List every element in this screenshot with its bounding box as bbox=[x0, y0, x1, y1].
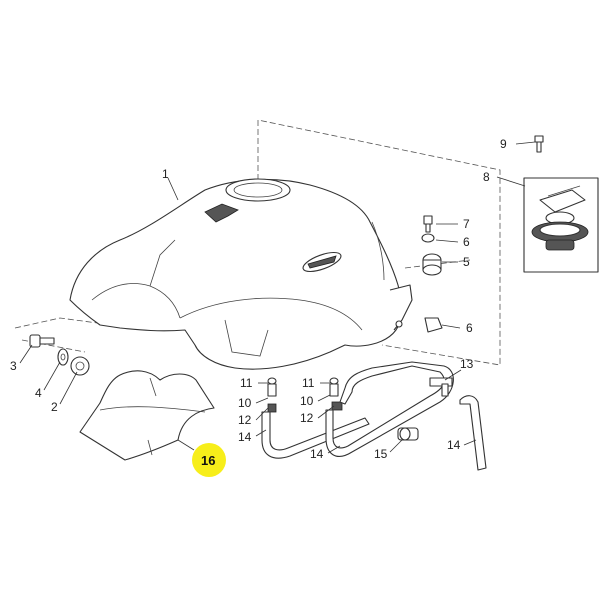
callout-13: 13 bbox=[460, 357, 474, 371]
bolt-part-3 bbox=[29, 334, 55, 348]
callout-10-left: 10 bbox=[238, 396, 252, 410]
bolt-part-7 bbox=[423, 215, 433, 233]
callout-11-left: 11 bbox=[240, 376, 253, 390]
tank-pad bbox=[79, 370, 215, 461]
brand-badge-icon bbox=[302, 251, 342, 273]
screw-part-9 bbox=[534, 135, 544, 153]
callout-9: 9 bbox=[500, 137, 507, 151]
callout-1: 1 bbox=[162, 167, 169, 181]
callout-6-upper: 6 bbox=[463, 235, 470, 249]
callout-14-right: 14 bbox=[447, 438, 461, 452]
hose-clip-part-15 bbox=[397, 427, 419, 441]
highlight-circle bbox=[192, 443, 226, 477]
callout-3: 3 bbox=[10, 359, 17, 373]
callout-16: 16 bbox=[201, 453, 215, 468]
clamp-assembly-left bbox=[267, 377, 277, 413]
leader-lines bbox=[19, 141, 536, 454]
clamp-assembly-right bbox=[329, 377, 343, 411]
hose-part-14-left bbox=[261, 411, 370, 459]
callout-15: 15 bbox=[374, 447, 388, 461]
callout-11-right: 11 bbox=[302, 376, 315, 390]
callout-14-middle: 14 bbox=[310, 447, 324, 461]
washer-part-4 bbox=[57, 348, 69, 366]
hose-part-14-middle bbox=[325, 361, 454, 457]
callout-4: 4 bbox=[35, 386, 42, 400]
eagle-logo-icon bbox=[204, 203, 239, 223]
callout-2: 2 bbox=[51, 400, 58, 414]
callout-5: 5 bbox=[463, 255, 470, 269]
callout-10-right: 10 bbox=[300, 394, 314, 408]
grommet-part-2 bbox=[70, 356, 90, 376]
rubber-mount-part-5 bbox=[422, 253, 442, 276]
callout-6-lower: 6 bbox=[466, 321, 473, 335]
callout-12-right: 12 bbox=[300, 411, 314, 425]
clip-part-6-lower bbox=[424, 317, 443, 333]
washer-part-6-upper bbox=[421, 233, 435, 243]
fuel-cap-assembly bbox=[523, 177, 599, 273]
callout-7: 7 bbox=[463, 217, 470, 231]
t-connector-part-13 bbox=[429, 377, 453, 397]
hose-part-14-right bbox=[459, 395, 487, 471]
callout-8: 8 bbox=[483, 170, 490, 184]
callout-labels: 1 3 4 2 7 6 5 6 8 9 11 10 12 14 11 10 12… bbox=[10, 137, 507, 468]
callout-14-left: 14 bbox=[238, 430, 252, 444]
fuel-tank bbox=[69, 178, 413, 370]
callout-12-left: 12 bbox=[238, 413, 252, 427]
